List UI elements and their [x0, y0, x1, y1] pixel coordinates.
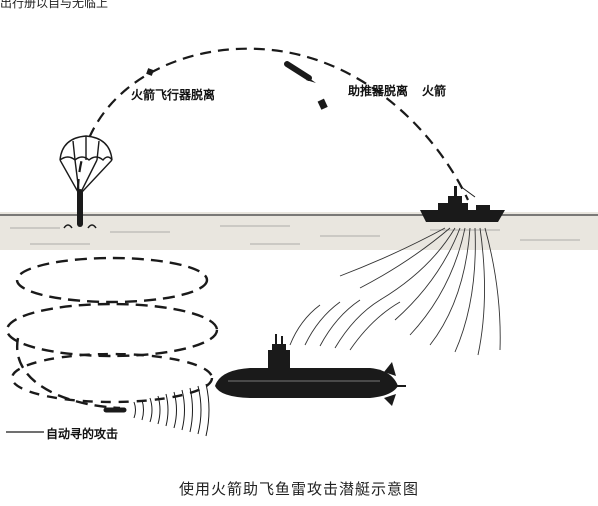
submarine: [215, 334, 406, 406]
label-booster-separation: 助推器脱离: [348, 84, 409, 98]
label-homing-attack: 自动寻的攻击: [46, 427, 119, 441]
figure-caption: 使用火箭助飞鱼雷攻击潜艇示意图: [178, 480, 419, 498]
separated-booster: [317, 98, 328, 110]
sonar-reflected-arcs: [289, 299, 401, 351]
rocket-vehicle: [284, 61, 316, 83]
homing-spiral-path: [5, 256, 219, 410]
label-rocket: 火箭: [422, 84, 447, 98]
label-rocket-separation: 火箭飞行器脱离: [131, 88, 216, 102]
parachute: [59, 135, 113, 193]
separated-fragment-left: [146, 68, 154, 76]
flight-trajectory: [76, 47, 469, 201]
splash: [63, 224, 97, 229]
header-clip-text: 出行册以自与无临上: [0, 0, 109, 10]
surface-ship: [420, 185, 505, 222]
sonar-search-rays: [339, 227, 501, 356]
homing-sonar-pings: [133, 383, 210, 437]
